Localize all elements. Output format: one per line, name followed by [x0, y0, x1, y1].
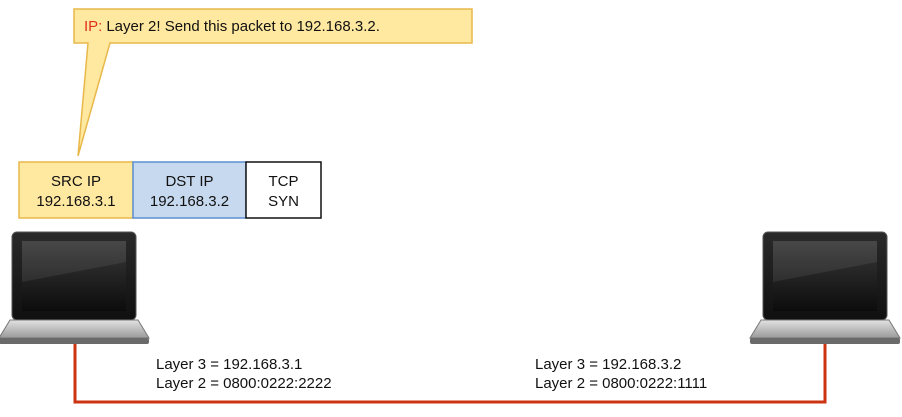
callout-text: IP:Layer 2! Send this packet to 192.168.… [84, 18, 380, 35]
src-ip-label: SRC IP [51, 173, 101, 190]
packet-header: SRC IP 192.168.3.1 DST IP 192.168.3.2 TC… [18, 161, 322, 219]
left-host-layer2: Layer 2 = 0800:0222:2222 [156, 375, 332, 392]
dst-ip-value: 192.168.3.2 [150, 193, 229, 210]
right-host-layer2: Layer 2 = 0800:0222:1111 [535, 375, 707, 392]
right-host-layer3: Layer 3 = 192.168.3.2 [535, 356, 681, 373]
ip-callout: IP:Layer 2! Send this packet to 192.168.… [73, 8, 473, 157]
right-host-addresses: Layer 3 = 192.168.3.2 Layer 2 = 0800:022… [535, 356, 707, 392]
callout-message: Layer 2! Send this packet to 192.168.3.2… [106, 18, 380, 35]
callout-bubble-shape [73, 8, 473, 157]
callout-prefix: IP: [84, 18, 102, 35]
right-laptop-icon [749, 231, 901, 344]
src-ip-field [18, 161, 134, 219]
tcp-field [245, 161, 322, 219]
left-host-addresses: Layer 3 = 192.168.3.1 Layer 2 = 0800:022… [156, 356, 332, 392]
tcp-label: TCP [269, 173, 299, 190]
dst-ip-field [132, 161, 247, 219]
tcp-value: SYN [268, 193, 299, 210]
dst-ip-label: DST IP [165, 173, 213, 190]
left-host-layer3: Layer 3 = 192.168.3.1 [156, 356, 302, 373]
src-ip-value: 192.168.3.1 [36, 193, 115, 210]
left-laptop-icon [0, 231, 150, 344]
network-link [73, 344, 827, 404]
